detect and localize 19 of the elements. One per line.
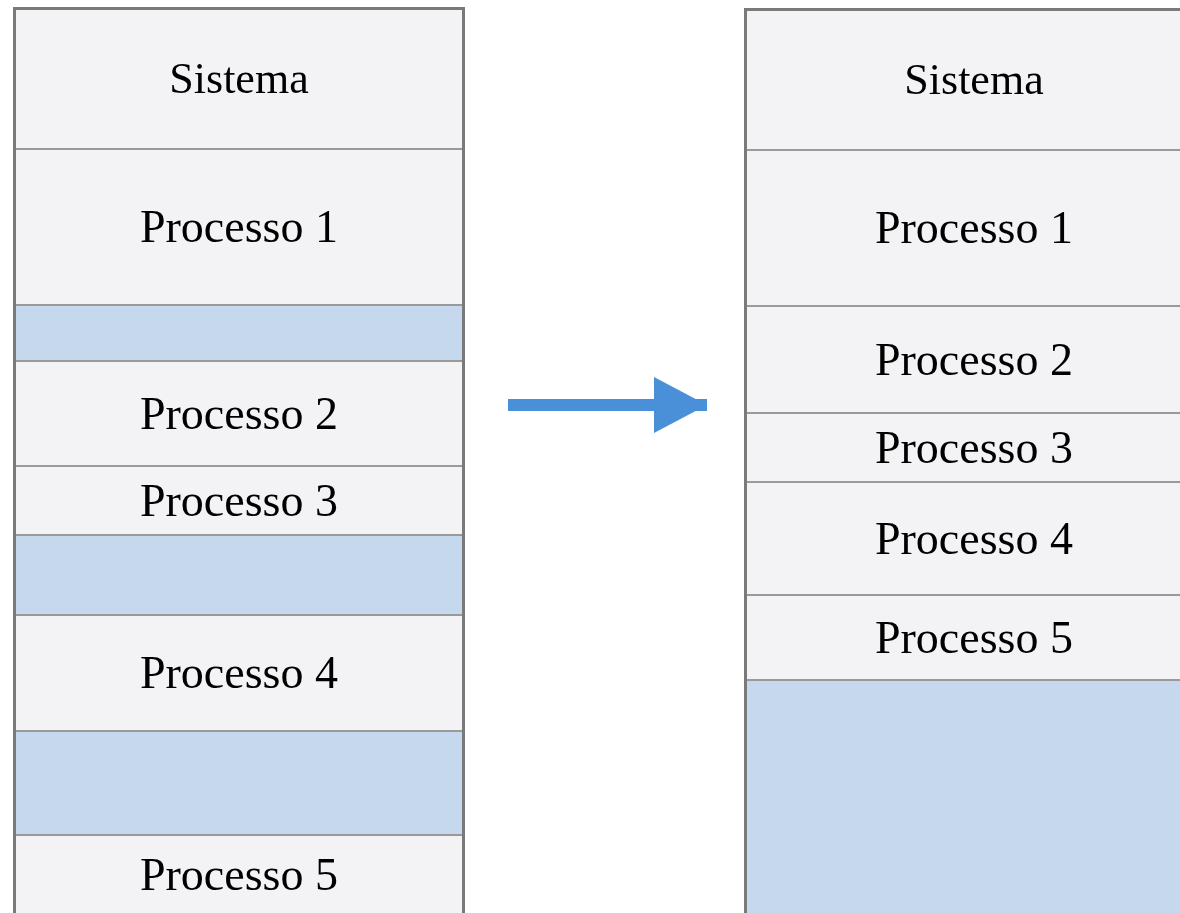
free-space-band — [747, 679, 1180, 913]
free-space-band — [16, 304, 462, 360]
memory-column — [13, 7, 465, 913]
band-label: Processo 4 — [139, 650, 338, 696]
band-label: Processo 5 — [139, 851, 338, 898]
band-label: Processo 2 — [139, 390, 338, 437]
free-space-band — [16, 534, 462, 614]
band-label: Processo 1 — [874, 205, 1073, 251]
memory-column — [744, 8, 1180, 913]
band-label: Processo 3 — [874, 424, 1073, 471]
band-label: Processo 5 — [874, 614, 1073, 661]
band-label: Processo 4 — [874, 515, 1073, 562]
band-label: Processo 2 — [874, 336, 1073, 383]
arrow — [508, 377, 707, 433]
band-label: Sistema — [904, 58, 1044, 102]
band-label: Processo 1 — [139, 204, 338, 250]
free-space-band — [16, 730, 462, 834]
band-label: Sistema — [169, 57, 309, 101]
band-label: Processo 3 — [139, 477, 338, 524]
